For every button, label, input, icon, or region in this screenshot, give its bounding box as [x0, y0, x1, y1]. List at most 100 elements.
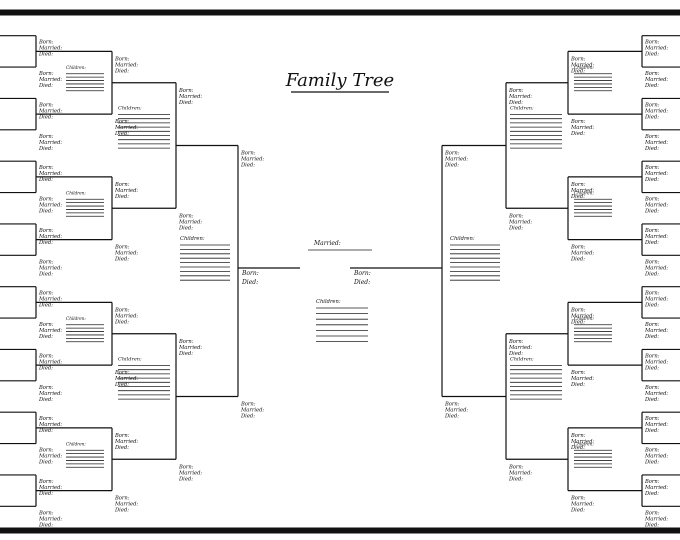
- person-info-text: Born:: [38, 479, 54, 485]
- person-info-text: Born:: [644, 448, 660, 454]
- person-info-text: Born:: [178, 88, 194, 94]
- person-info-text: Married:: [38, 516, 62, 522]
- person-info-text: Born:: [38, 102, 54, 108]
- person-info-text: Married:: [644, 203, 668, 209]
- person-info-text: Died:: [240, 414, 255, 420]
- person-info-text: Married:: [114, 439, 138, 445]
- person-info-text: Married:: [644, 265, 668, 271]
- person-info-text: Died:: [508, 100, 523, 106]
- person-info-text: Born:: [178, 213, 194, 219]
- person-info-text: Died:: [570, 194, 585, 200]
- person-info-text: Born:: [508, 213, 524, 219]
- person-info-text: Born:: [178, 339, 194, 345]
- center-married-label: Married:: [313, 240, 341, 247]
- person-info-text: Married:: [644, 516, 668, 522]
- person-info-text: Died:: [38, 271, 53, 277]
- person-info-text: Died:: [644, 209, 659, 215]
- person-info-text: Married:: [38, 234, 62, 240]
- person-info-text: Married:: [644, 297, 668, 303]
- person-info-text: Born:: [353, 270, 371, 277]
- person-info-text: Married:: [644, 422, 668, 428]
- person-info-text: Married:: [38, 265, 62, 271]
- children-label: Children:: [574, 190, 594, 195]
- top-border: [0, 9, 680, 16]
- person-info-text: Married:: [38, 140, 62, 146]
- person-info-text: Born:: [644, 71, 660, 77]
- person-info-text: Married:: [240, 157, 264, 163]
- person-info-text: Married:: [644, 454, 668, 460]
- person-info-text: Died:: [240, 163, 255, 169]
- person-info-text: Born:: [38, 353, 54, 359]
- person-info-text: Married:: [178, 94, 202, 100]
- person-info-text: Born:: [38, 416, 54, 422]
- person-info-text: Born:: [644, 416, 660, 422]
- person-info-text: Married:: [38, 108, 62, 114]
- person-info-text: Born:: [38, 448, 54, 454]
- person-info-text: Born:: [38, 259, 54, 265]
- person-info-text: Born:: [38, 165, 54, 171]
- person-info-text: Married:: [644, 391, 668, 397]
- person-info-text: Died:: [644, 240, 659, 246]
- person-info-text: Born:: [570, 307, 586, 313]
- person-info-text: Married:: [38, 203, 62, 209]
- person-info-text: Died:: [38, 303, 53, 309]
- person-info-text: Died:: [644, 365, 659, 371]
- person-info-text: Died:: [644, 303, 659, 309]
- person-info-text: Died:: [38, 365, 53, 371]
- person-info-text: Married:: [570, 502, 594, 508]
- person-info-text: Born:: [114, 370, 130, 376]
- person-info-text: Born:: [38, 228, 54, 234]
- person-info-text: Born:: [114, 496, 130, 502]
- person-info-text: Married:: [240, 408, 264, 414]
- person-info-text: Died:: [178, 476, 193, 482]
- person-info-text: Married:: [114, 313, 138, 319]
- person-info-text: Born:: [240, 402, 256, 408]
- person-info-text: Died:: [570, 68, 585, 74]
- children-label: Children:: [450, 236, 475, 242]
- person-info-text: Died:: [508, 476, 523, 482]
- children-label: Children:: [180, 236, 205, 242]
- person-info-text: Died:: [38, 146, 53, 152]
- person-info-text: Born:: [178, 464, 194, 470]
- person-info-text: Married:: [178, 219, 202, 225]
- person-info-text: Died:: [114, 508, 129, 514]
- person-info-text: Died:: [38, 209, 53, 215]
- person-info-text: Died:: [114, 68, 129, 74]
- person-info-text: Married:: [644, 485, 668, 491]
- person-info-text: Died:: [644, 83, 659, 89]
- children-label: Children:: [66, 190, 86, 195]
- person-info-text: Died:: [38, 491, 53, 497]
- person-info-text: Born:: [570, 182, 586, 188]
- person-info-text: Married:: [570, 251, 594, 257]
- person-info-text: Died:: [38, 177, 53, 183]
- person-info-text: Born:: [38, 197, 54, 203]
- person-info-text: Born:: [644, 228, 660, 234]
- person-info-text: Born:: [644, 259, 660, 265]
- person-info-text: Died:: [644, 334, 659, 340]
- person-info-text: Died:: [353, 279, 370, 286]
- person-info-text: Died:: [644, 522, 659, 528]
- person-info-text: Born:: [114, 56, 130, 62]
- person-info-text: Died:: [114, 319, 129, 325]
- person-info-text: Born:: [444, 402, 460, 408]
- person-info-text: Died:: [644, 460, 659, 466]
- person-info-text: Born:: [644, 385, 660, 391]
- person-info-text: Died:: [38, 83, 53, 89]
- person-info-text: Born:: [38, 322, 54, 328]
- person-info-text: Born:: [38, 40, 54, 46]
- person-info-text: Married:: [38, 297, 62, 303]
- person-info-text: Born:: [570, 56, 586, 62]
- person-info-text: Born:: [644, 40, 660, 46]
- person-info-text: Married:: [644, 171, 668, 177]
- person-info-text: Died:: [570, 131, 585, 137]
- children-label: Children:: [118, 357, 142, 363]
- person-info-text: Died:: [644, 52, 659, 58]
- person-info-text: Born:: [644, 165, 660, 171]
- person-info-text: Married:: [178, 345, 202, 351]
- person-info-text: Died:: [114, 382, 129, 388]
- person-info-text: Born:: [570, 370, 586, 376]
- person-info-text: Born:: [644, 291, 660, 297]
- person-info-text: Died:: [570, 257, 585, 263]
- person-info-text: Died:: [644, 271, 659, 277]
